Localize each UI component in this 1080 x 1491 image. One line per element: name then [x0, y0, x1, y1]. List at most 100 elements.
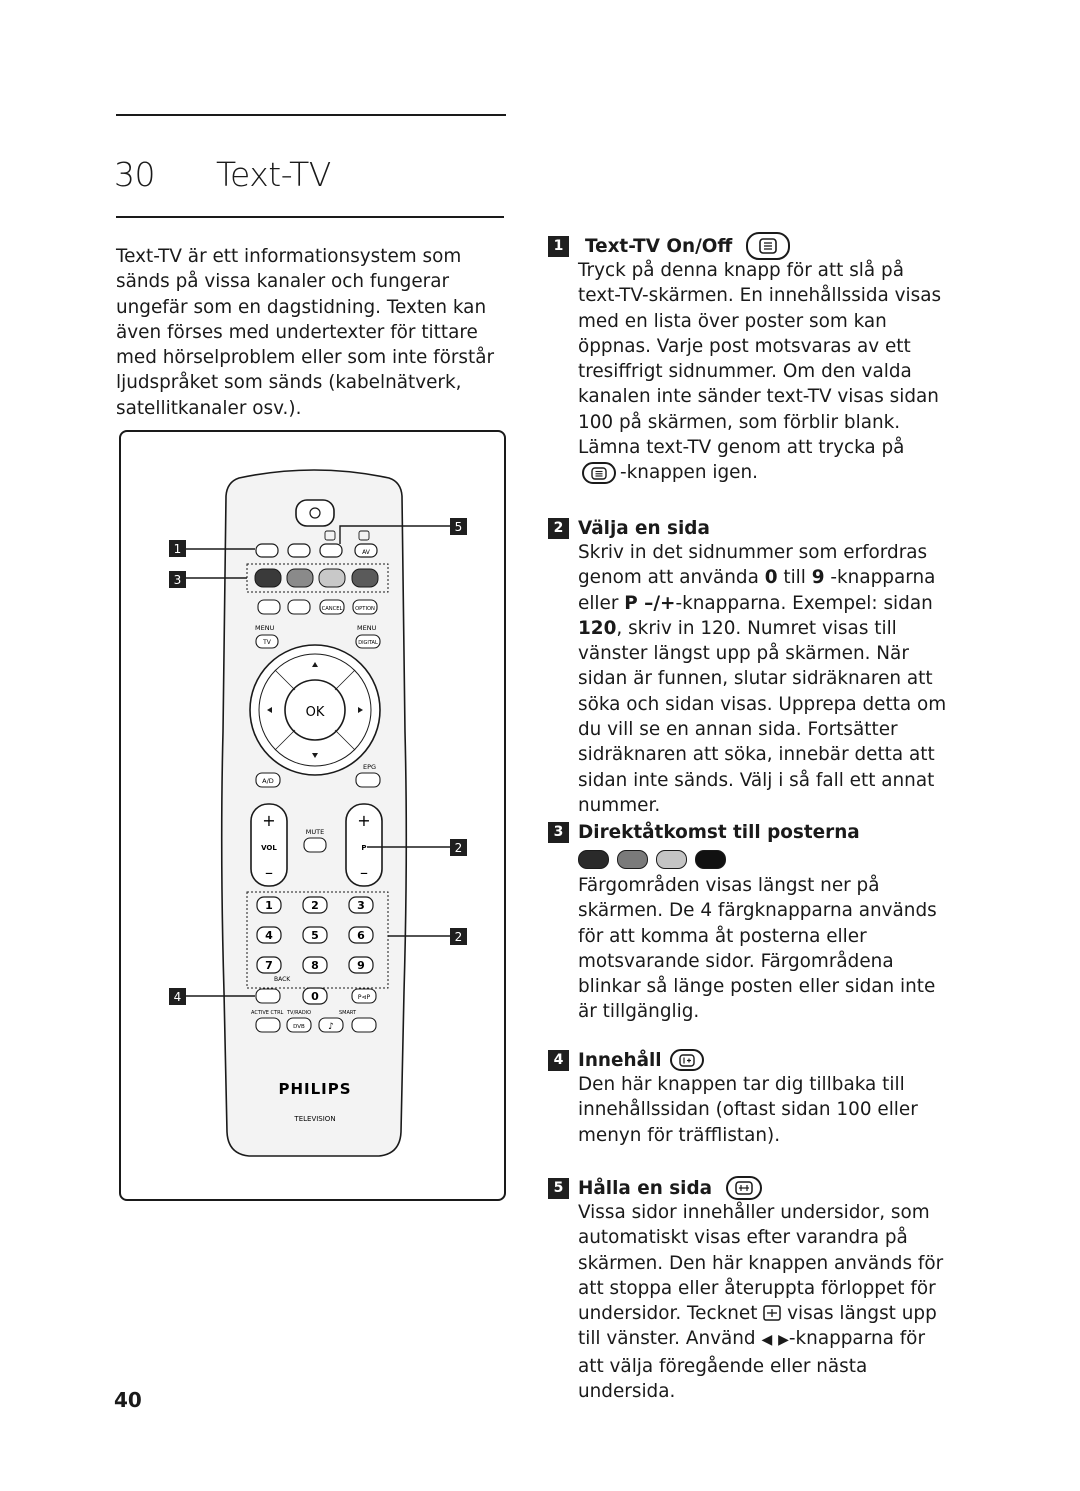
program-down-icon: – — [360, 863, 368, 882]
callout-label: 3 — [174, 573, 182, 587]
remote-control-illustration: AV CANCEL OPTION MENU MENU TV DIGITAL OK — [169, 469, 467, 1157]
section-title: Hålla en sida — [578, 1177, 713, 1199]
callout-label: 5 — [455, 520, 463, 534]
callout-marker — [169, 571, 186, 588]
dvb-label: DVB — [293, 1024, 305, 1030]
menu-right-label: MENU — [357, 624, 377, 632]
heading-underline — [116, 216, 504, 218]
option-button — [352, 599, 378, 615]
callout-marker — [450, 518, 467, 535]
right-arrow-icon: ▶ — [778, 1332, 789, 1349]
subtitle-button — [257, 599, 281, 615]
digit-label: 9 — [357, 959, 365, 972]
chapter-title: Text-TV — [216, 155, 331, 194]
teletext-button — [255, 543, 279, 558]
index-button — [255, 988, 281, 1004]
digit-button-0 — [302, 987, 328, 1005]
active-ctrl-button — [255, 1017, 281, 1033]
volume-down-icon: – — [265, 863, 273, 882]
active-ctrl-label: ACTIVE CTRL — [251, 1010, 284, 1016]
nav-divider — [274, 729, 296, 751]
program-rocker — [345, 803, 383, 887]
ad-label: A/D — [262, 777, 274, 785]
callout-marker — [169, 988, 186, 1005]
digit-button-2 — [302, 896, 328, 914]
section-body: Vissa sidor innehåller undersidor, som a… — [578, 1200, 948, 1404]
bold-text: P –/+ — [624, 592, 676, 614]
hold-key-icon — [726, 1176, 763, 1200]
smart-label: SMART — [339, 1010, 357, 1016]
epg-label: EPG — [363, 763, 376, 771]
section-header: 3 Direktåtkomst till posterna — [548, 820, 948, 844]
section-text: Vissa sidor innehåller undersidor, som a… — [578, 1202, 944, 1325]
volume-up-icon: + — [262, 811, 275, 830]
intro-paragraph: Text-TV är ett informationsystem som sän… — [116, 246, 495, 419]
section-header: 5 Hålla en sida — [548, 1176, 948, 1200]
section-title: Välja en sida — [578, 517, 710, 539]
av-label: AV — [362, 549, 371, 556]
callout-marker — [450, 839, 467, 856]
hold-button — [319, 543, 343, 558]
music-note-icon: ♪ — [328, 1022, 334, 1032]
section-text: Den här knappen tar dig tillbaka till in… — [578, 1074, 918, 1146]
section-text: visas längst upp till vänster. Använd — [578, 1303, 937, 1350]
info-small-icon — [358, 530, 370, 541]
navigation-inner-ring — [258, 653, 372, 767]
red-button — [254, 568, 282, 588]
back-label: BACK — [274, 976, 291, 983]
av-button — [354, 543, 378, 558]
section-title: Innehåll — [578, 1049, 662, 1071]
volume-rocker — [250, 803, 288, 887]
digit-button-4 — [256, 926, 282, 944]
mute-button — [303, 837, 327, 853]
subpage-symbol-icon — [763, 1305, 782, 1321]
section-text-tv-onoff: 1 Text-TV On/Off Tryck på denna knapp fö… — [548, 232, 948, 486]
left-arrow-icon: ◀ — [761, 1332, 773, 1349]
digit-label: 4 — [265, 929, 273, 942]
smart-picture-button — [351, 1017, 377, 1033]
section-title: Text-TV On/Off — [585, 235, 733, 257]
p-label: P — [361, 844, 366, 852]
tv-label: TV — [262, 639, 272, 646]
section-select-page: 2 Välja en sida Skriv in det sidnummer s… — [548, 516, 948, 818]
cancel-button — [319, 599, 345, 615]
sub-brand: TELEVISION — [293, 1115, 335, 1123]
section-text: Tryck på denna knapp för att slå på text… — [578, 260, 942, 459]
down-arrow-icon — [312, 753, 318, 758]
page-number: 40 — [114, 1388, 142, 1412]
bold-text: 9 — [811, 567, 825, 589]
menu-left-label: MENU — [255, 624, 275, 632]
section-index: 4 Innehåll Den här knappen tar dig tillb… — [548, 1048, 948, 1148]
ok-label: OK — [306, 705, 325, 720]
mute-label: MUTE — [306, 828, 324, 836]
color-key-swatch — [617, 850, 648, 869]
dual-button — [287, 599, 311, 615]
section-title: Direktåtkomst till posterna — [578, 821, 860, 843]
digit-keypad-group — [246, 891, 389, 989]
program-up-icon: + — [357, 811, 370, 830]
color-key-swatch — [695, 850, 726, 869]
nav-divider — [334, 729, 356, 751]
digit-button-1 — [256, 896, 282, 914]
pp-button — [351, 988, 377, 1004]
tv-radio-label: TV/RADIO — [286, 1010, 311, 1016]
digital-label: DIGITAL — [358, 640, 378, 646]
section-number: 5 — [548, 1177, 569, 1199]
section-text: Färgområden visas längst ner på skärmen.… — [578, 875, 937, 1023]
section-hold-page: 5 Hålla en sida Vissa sidor innehåller u… — [548, 1176, 948, 1404]
digit-label: 5 — [311, 929, 319, 942]
epg-button — [355, 772, 381, 788]
section-number: 4 — [548, 1049, 569, 1071]
section-body: Färgområden visas längst ner på skärmen.… — [578, 850, 948, 1025]
section-text: -knappen igen. — [620, 462, 758, 484]
ok-button — [284, 679, 346, 741]
tv-radio-button — [286, 1017, 312, 1033]
hold-small-icon — [324, 530, 336, 541]
digit-button-5 — [302, 926, 328, 944]
digit-label: 2 — [311, 899, 319, 912]
digit-label: 3 — [357, 899, 365, 912]
digit-button-7 — [256, 956, 282, 974]
digit-label: 8 — [311, 959, 319, 972]
